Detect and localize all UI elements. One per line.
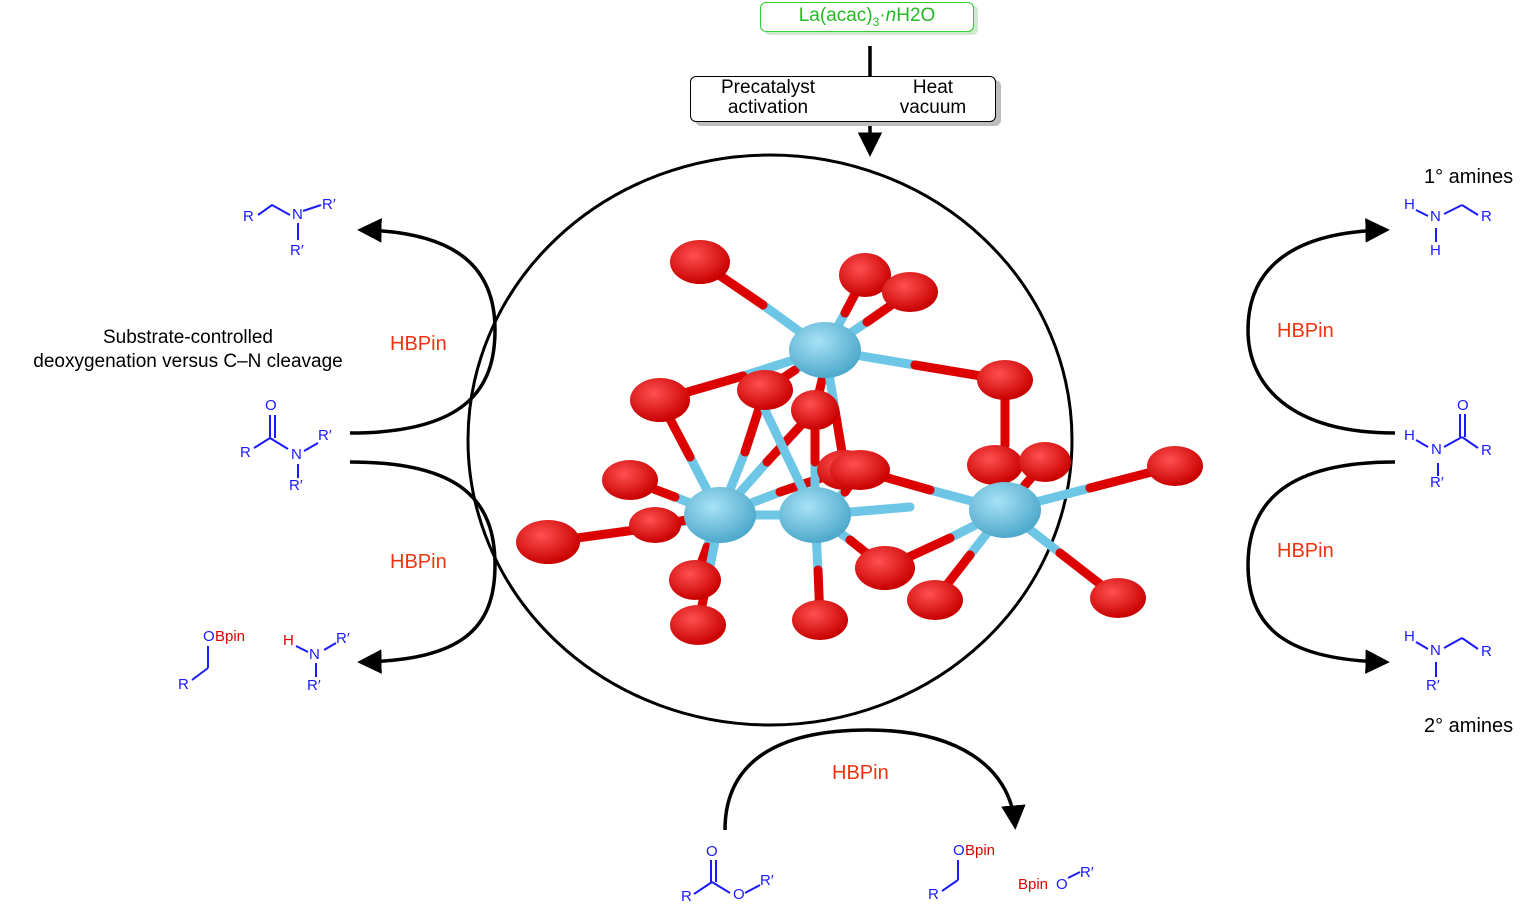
atom-O: O — [1056, 876, 1068, 893]
atom-Bpin: Bpin — [215, 628, 246, 645]
reagent-label: HBPin — [390, 333, 447, 355]
atom-Rprime: R′ — [1080, 864, 1094, 881]
atom-Rprime: R′ — [1426, 677, 1440, 694]
atom-H: H — [1404, 628, 1415, 645]
atom-N: N — [292, 206, 303, 223]
atom-R: R — [178, 676, 189, 693]
atom-R: R — [1481, 442, 1492, 459]
precursor-n: n — [885, 5, 897, 26]
atom-H: H — [1404, 196, 1415, 213]
atom-Rprime: R′ — [1430, 474, 1444, 491]
secondary-amines-label: 2° amines — [1424, 715, 1514, 737]
atom-Rprime: R′ — [760, 872, 774, 889]
atom-R: R — [1481, 643, 1492, 660]
precursor-subscript: 3 — [872, 14, 880, 29]
atom-H: H — [1430, 242, 1441, 259]
activation-left-line1: Precatalyst — [721, 77, 815, 98]
primary-amines-label: 1° amines — [1424, 166, 1514, 188]
atom-Rprime: R′ — [307, 677, 321, 694]
selectivity-note: Substrate-controlled deoxygenation versu… — [0, 326, 376, 374]
activation-right-text: Heat vacuum — [883, 78, 983, 118]
atom-Rprime: R′ — [318, 427, 332, 444]
atom-O: O — [1457, 397, 1469, 414]
activation-right-line1: Heat — [912, 77, 954, 98]
atom-N: N — [291, 446, 302, 463]
atom-O: O — [953, 842, 965, 859]
atom-N: N — [309, 646, 320, 663]
activation-conditions-box: Precatalyst activation Heat vacuum — [690, 76, 996, 122]
arrow-to-secondary-amine — [1246, 460, 1396, 674]
atom-R: R — [243, 208, 254, 225]
reagent-label: HBPin — [1277, 540, 1334, 562]
atom-O: O — [265, 397, 277, 414]
activation-right-line2: vacuum — [899, 97, 967, 118]
atom-Bpin: Bpin — [965, 842, 996, 859]
reagent-label: HBPin — [1277, 320, 1334, 342]
lanthanum-cluster-structure — [516, 240, 1203, 645]
atom-N: N — [1431, 441, 1442, 458]
atom-O: O — [706, 843, 718, 860]
atom-O: O — [733, 886, 745, 903]
atom-R: R — [681, 888, 692, 905]
atom-Rprime: R′ — [322, 196, 336, 213]
precursor-label: La(acac)3·nH2O — [760, 2, 974, 32]
arrow-ester-to-boronate — [723, 728, 1026, 831]
activation-left-line2: activation — [727, 97, 809, 118]
atom-Bpin: Bpin — [1018, 876, 1049, 893]
atom-Rprime: R′ — [290, 242, 304, 259]
arrow-amide-to-cleavage — [349, 460, 497, 674]
atom-N: N — [1430, 642, 1441, 659]
atom-R: R — [240, 444, 251, 461]
note-line2: deoxygenation versus C–N cleavage — [33, 351, 343, 372]
atom-R: R — [928, 886, 939, 903]
arrow-amide-to-tertiary-amine — [349, 218, 497, 435]
note-line1: Substrate-controlled — [102, 327, 274, 348]
activation-left-text: Precatalyst activation — [703, 78, 833, 118]
arrow-to-primary-amine — [1246, 218, 1396, 435]
catalyst-ellipse — [466, 153, 1074, 727]
reagent-label: HBPin — [832, 762, 889, 784]
atom-Rprime: R′ — [289, 477, 303, 494]
precursor-dot: · — [879, 5, 886, 26]
atom-O: O — [203, 628, 215, 645]
atom-R: R — [1481, 208, 1492, 225]
precursor-water: H2O — [896, 5, 936, 26]
atom-Rprime: R′ — [336, 630, 350, 647]
atom-H: H — [283, 632, 294, 649]
reagent-label: HBPin — [390, 551, 447, 573]
atom-H: H — [1404, 427, 1415, 444]
precursor-formula: La(acac) — [798, 5, 873, 26]
atom-N: N — [1430, 208, 1441, 225]
